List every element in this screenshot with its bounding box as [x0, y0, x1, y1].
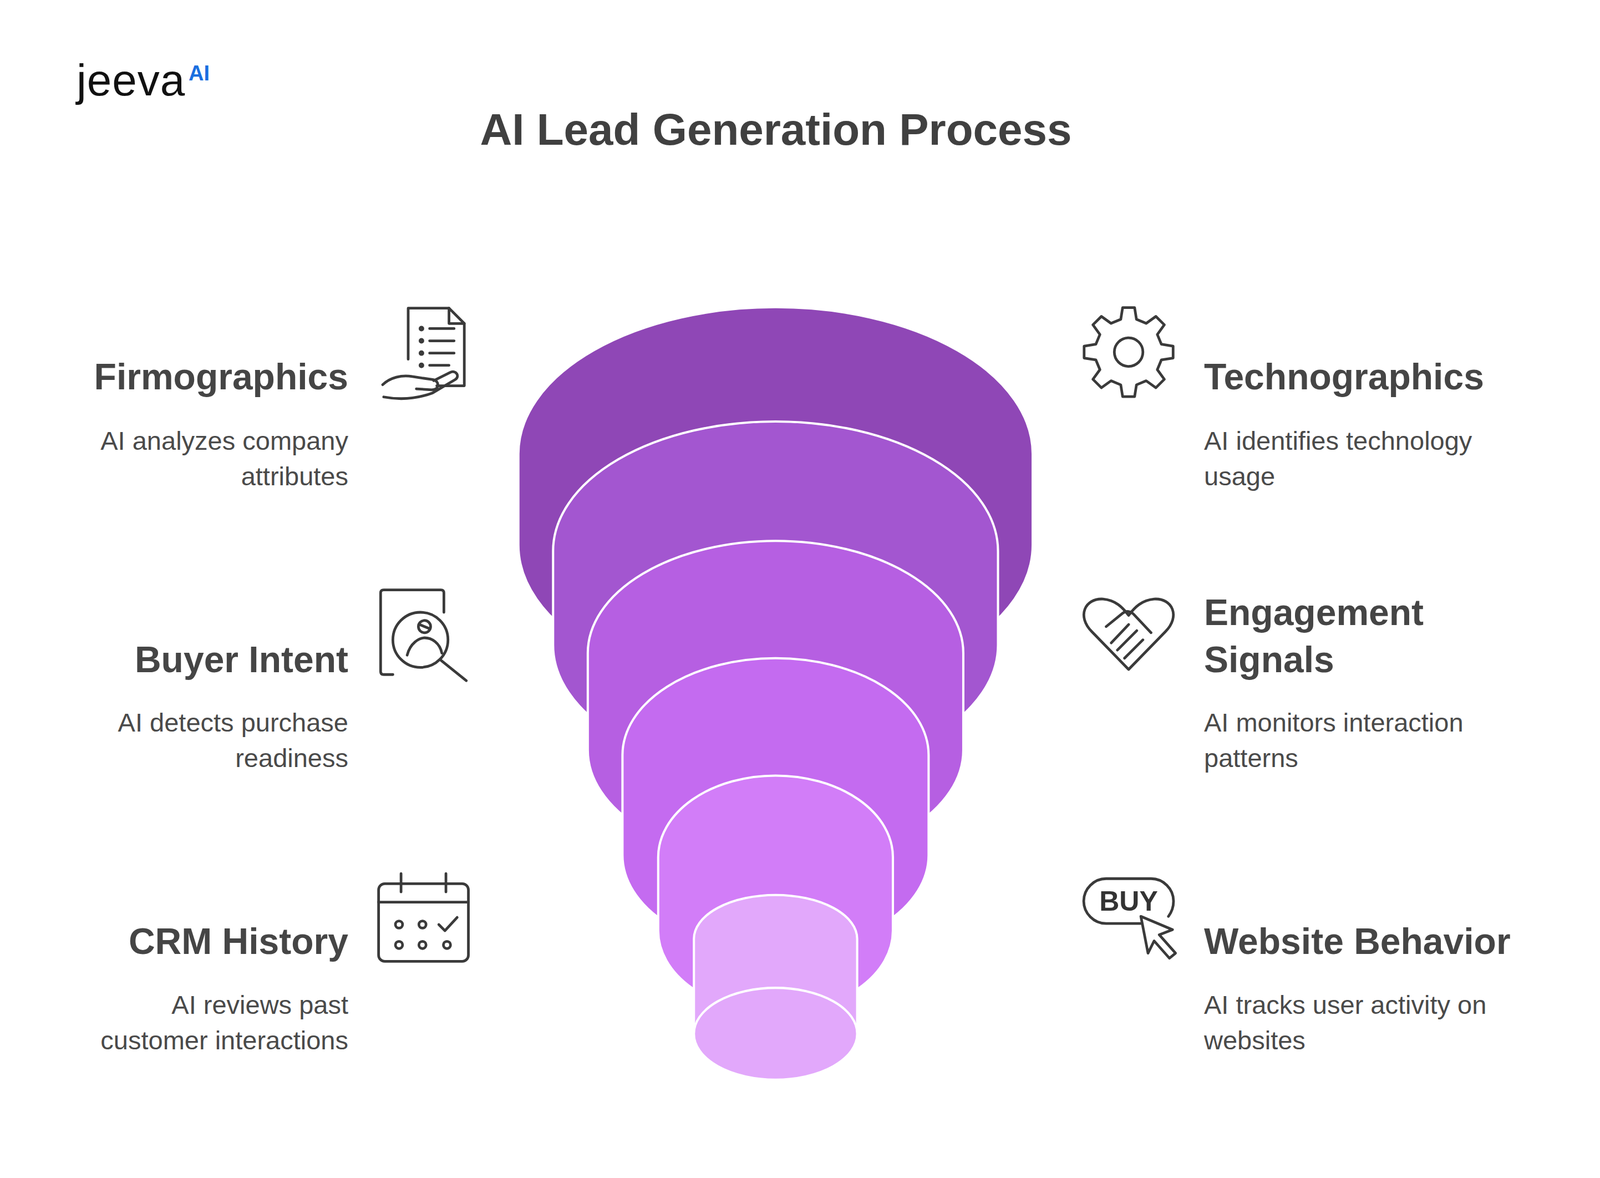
label-holder: AI — [188, 62, 256, 85]
label-holder: AI identifies technology usage — [1204, 423, 1537, 495]
label-holder: AI detects purchase readiness — [59, 704, 349, 776]
item-heading: Buyer Intent — [0, 636, 349, 684]
heart-handshake-icon — [1083, 598, 1173, 670]
item-heading: Firmographics — [0, 353, 349, 401]
logo-text: jeeva — [76, 55, 299, 106]
title: AI Lead Generation Process — [0, 103, 1552, 157]
item-heading: CRM History — [0, 917, 349, 965]
title-holder: AI Lead Generation Process — [0, 103, 1552, 157]
item-heading: Technographics — [1204, 353, 1582, 401]
item-heading: Website Behavior — [1204, 917, 1582, 965]
label-holder: BUY — [1084, 885, 1173, 917]
item-description: AI identifies technology usage — [1204, 423, 1537, 495]
label-holder: CRM History — [0, 917, 349, 965]
funnel-bottom — [693, 987, 857, 1080]
item-description: AI detects purchase readiness — [59, 704, 349, 776]
funnel — [518, 307, 1033, 1080]
illustration-group — [378, 307, 1176, 1080]
label-holder: Buyer Intent — [0, 636, 349, 684]
item-description: AI reviews past customer interactions — [59, 987, 349, 1059]
gear-icon — [1084, 307, 1173, 397]
item-description: AI tracks user activity on websites — [1204, 987, 1537, 1059]
icon-text: BUY — [1084, 885, 1173, 917]
gear-outline — [1084, 307, 1173, 397]
label-holder: Engagement Signals — [1204, 588, 1493, 684]
buy-click-icon — [1083, 878, 1176, 959]
label-holder: AI analyzes company attributes — [59, 423, 349, 495]
label-holder: AI tracks user activity on websites — [1204, 987, 1537, 1059]
item-description: AI monitors interaction patterns — [1204, 704, 1537, 776]
label-holder: jeeva — [76, 55, 299, 106]
search-person-icon — [380, 590, 467, 682]
item-description: AI analyzes company attributes — [59, 423, 349, 495]
logo-badge: AI — [188, 62, 256, 85]
label-holder: AI reviews past customer interactions — [59, 987, 349, 1059]
label-holder: Technographics — [1204, 353, 1582, 401]
document-hand-icon — [382, 308, 465, 399]
label-holder: Website Behavior — [1204, 917, 1582, 965]
calendar-icon — [378, 873, 469, 962]
label-holder: Firmographics — [0, 353, 349, 401]
item-heading: Engagement Signals — [1204, 588, 1493, 684]
label-holder: AI monitors interaction patterns — [1204, 704, 1537, 776]
